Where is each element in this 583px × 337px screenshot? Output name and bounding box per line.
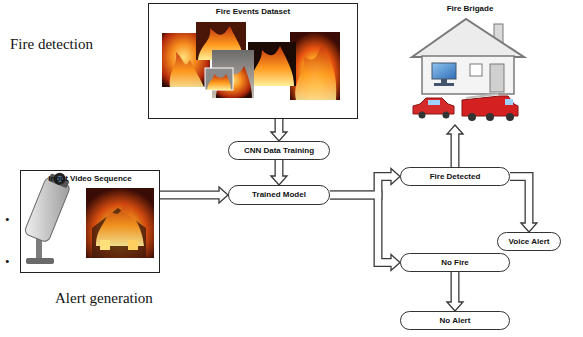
block-arrow-fill (330, 195, 393, 263)
result-box: No Fire (400, 253, 510, 272)
connector-heads (219, 125, 537, 311)
dataset-panel: Fire Events Dataset (148, 3, 358, 119)
house-icon (412, 19, 524, 94)
block-arrow (330, 195, 392, 263)
block-arrow-fill (276, 160, 282, 178)
fire-brigade-panel: Fire Brigade (405, 2, 535, 125)
node-text: No Alert (440, 316, 471, 326)
node-text: No Fire (441, 258, 469, 268)
node-text: Input Video Sequence (48, 174, 131, 184)
block-arrow-fill (452, 132, 458, 167)
block-arrow-fill (276, 119, 282, 134)
connector-outlines (160, 119, 529, 303)
block-arrow-fill (510, 177, 529, 226)
node-text: CNN Data Training (244, 146, 314, 156)
fire-photo-collage (162, 22, 340, 100)
section-label: Alert generation (55, 290, 153, 307)
section-label: Fire detection (10, 36, 93, 53)
alert-box: Voice Alert (497, 232, 561, 251)
fire-vehicles (413, 94, 518, 121)
input-panel: Input Video Sequence (20, 170, 160, 273)
node-text: Fire Detected (430, 172, 481, 182)
bullet-mark: • (5, 213, 10, 227)
node-text: Fire Brigade (447, 4, 494, 14)
node-text: Fire Events Dataset (216, 7, 290, 17)
node-text: Trained Model (252, 190, 306, 200)
block-arrow-fill (452, 272, 458, 304)
node-text: Voice Alert (509, 237, 550, 247)
burning-house-photo (86, 188, 154, 258)
alert-box: No Alert (400, 311, 510, 330)
block-arrow-fill (160, 192, 221, 198)
result-box: Fire Detected (400, 167, 510, 186)
connector-fills (160, 119, 529, 304)
process-box: CNN Data Training (228, 141, 330, 160)
bullet-mark: • (5, 255, 10, 269)
process-box: Trained Model (228, 185, 330, 205)
